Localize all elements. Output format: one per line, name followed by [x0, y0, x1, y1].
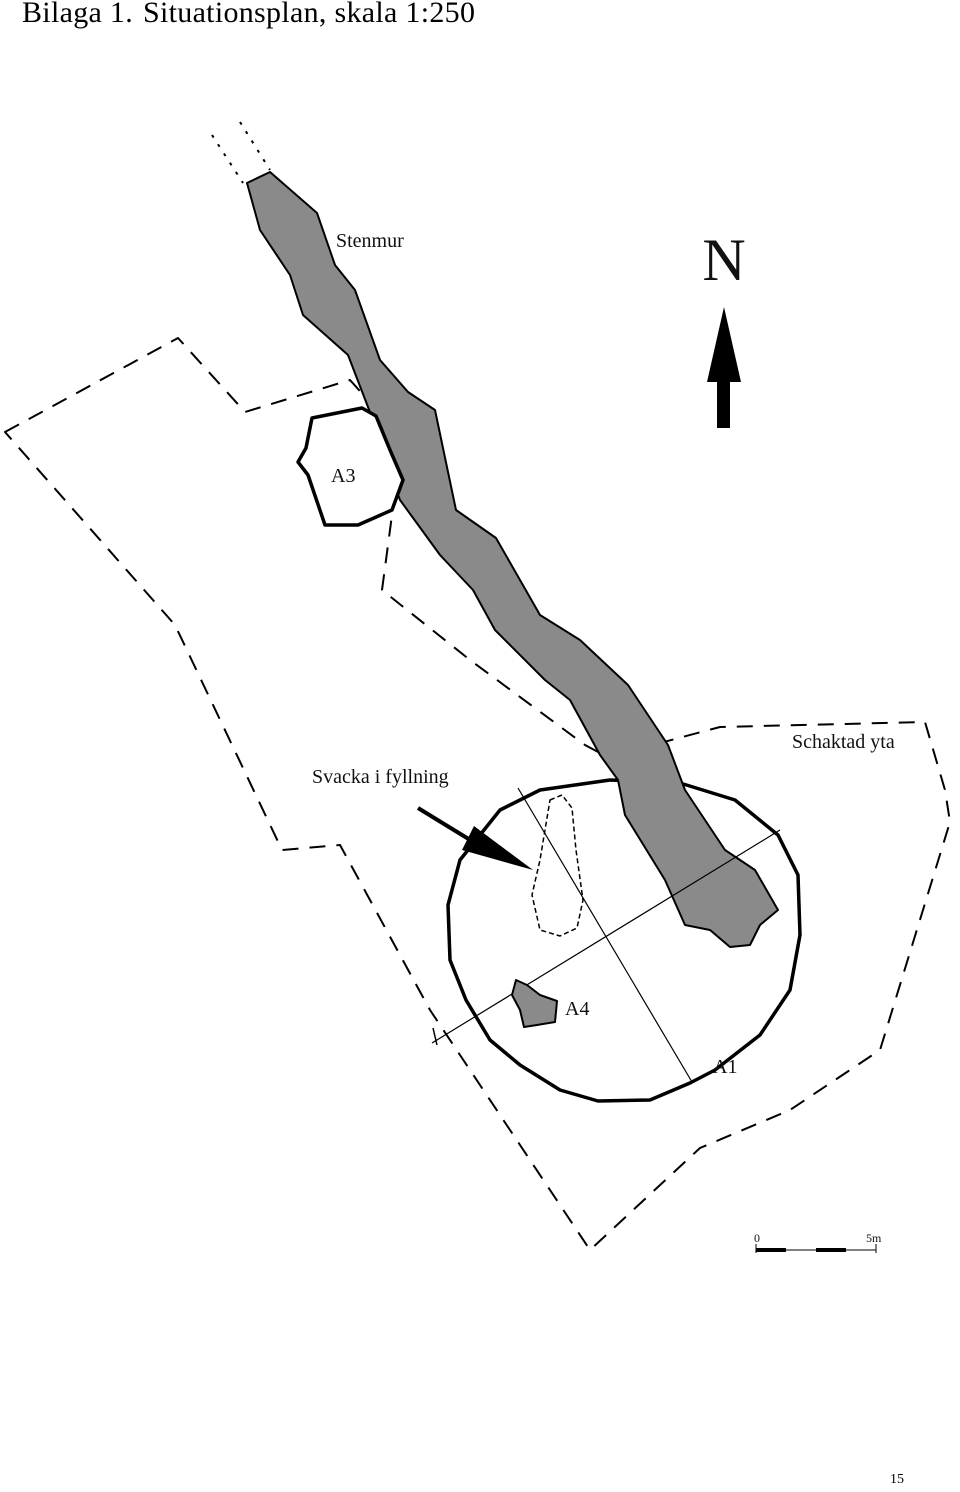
depression-outline — [531, 794, 584, 937]
label-schaktad-yta: Schaktad yta — [792, 731, 895, 753]
label-svacka: Svacka i fyllning — [312, 766, 449, 788]
section-end-mark — [432, 1027, 438, 1046]
label-a4: A4 — [565, 998, 589, 1020]
label-a3: A3 — [331, 465, 355, 487]
page-title: Bilaga 1. Situationsplan, skala 1:250 — [22, 0, 475, 30]
label-a1: A1 — [713, 1056, 737, 1078]
north-label: N — [702, 227, 745, 293]
page-number: 15 — [890, 1472, 904, 1487]
title-prefix: Bilaga 1. — [22, 0, 134, 29]
scale-end-label: 5m — [866, 1231, 882, 1245]
scale-start-label: 0 — [754, 1231, 760, 1245]
feature-a3-outline — [296, 406, 405, 527]
label-stenmur: Stenmur — [336, 230, 404, 252]
wall-continuation-left — [211, 134, 244, 184]
depression-pointer-head — [462, 826, 533, 870]
section-line-2 — [431, 829, 781, 1044]
section-line-1 — [517, 787, 693, 1083]
north-arrow-icon — [707, 307, 741, 428]
wall-continuation-right — [239, 121, 271, 171]
feature-a4 — [511, 979, 558, 1028]
title-text: Situationsplan, skala 1:250 — [143, 0, 476, 29]
excavation-boundary — [4, 337, 951, 1251]
scale-bar — [755, 1244, 877, 1253]
